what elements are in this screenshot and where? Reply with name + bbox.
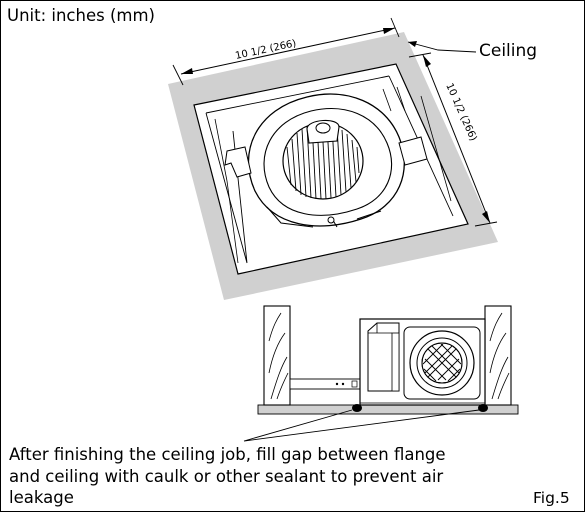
fan-housing-side bbox=[359, 318, 486, 406]
caption-line-1: After finishing the ceiling job, fill ga… bbox=[9, 445, 446, 464]
ceiling-label: Ceiling bbox=[479, 41, 538, 61]
motor-shaft bbox=[315, 122, 331, 134]
figure-label: Fig.5 bbox=[533, 489, 570, 507]
caption: After finishing the ceiling job, fill ga… bbox=[9, 444, 489, 509]
mounting-rail bbox=[289, 378, 361, 390]
housing-back-edge bbox=[193, 63, 469, 275]
side-view bbox=[243, 305, 519, 442]
perspective-view: 10 1/2 (266) 10 1/2 (266) bbox=[168, 17, 498, 300]
fan-assembly bbox=[224, 93, 428, 228]
housing-side-details bbox=[214, 86, 452, 264]
caption-line-2: and ceiling with caulk or other sealant … bbox=[9, 466, 444, 486]
right-joist bbox=[484, 305, 512, 406]
caulk-bead-right bbox=[478, 404, 488, 412]
blower-wheel bbox=[282, 119, 364, 200]
right-bracket bbox=[398, 136, 428, 166]
caption-line-3: leakage bbox=[9, 488, 74, 507]
unit-label: Unit: inches (mm) bbox=[7, 6, 155, 25]
ceiling-frame bbox=[168, 32, 498, 300]
ceiling-leader-line bbox=[407, 41, 477, 53]
damper-grid bbox=[422, 343, 462, 382]
caulk-leader-lines bbox=[243, 409, 480, 442]
left-joist bbox=[263, 305, 291, 406]
caulk-bead-left bbox=[352, 404, 362, 412]
mount-screw bbox=[327, 216, 335, 224]
left-bracket bbox=[224, 146, 252, 178]
